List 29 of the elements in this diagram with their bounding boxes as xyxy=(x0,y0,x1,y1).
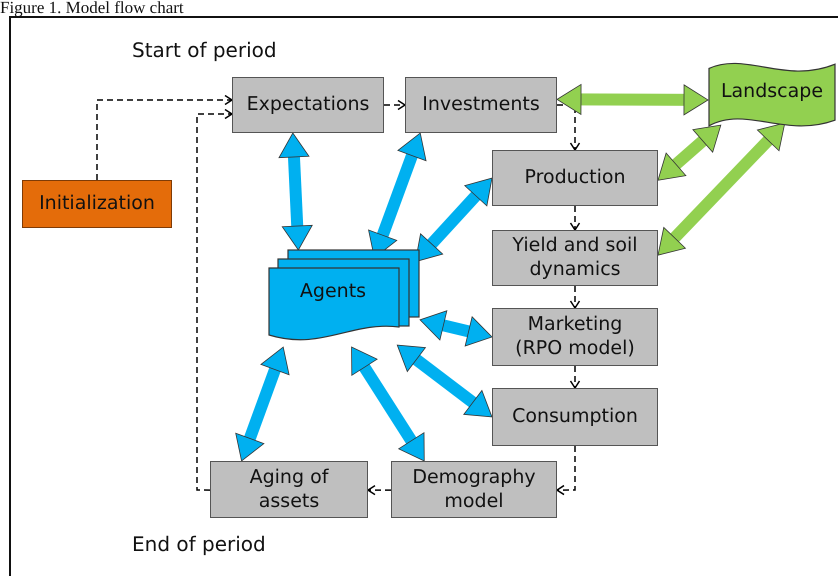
dashed-arrow xyxy=(196,108,233,491)
dashed-arrow xyxy=(367,484,391,496)
period-label: Start of period xyxy=(132,38,277,62)
dashed-arrow xyxy=(570,366,580,389)
dashed-arrow xyxy=(96,94,233,180)
double-arrow xyxy=(658,122,786,256)
process-box: Aging of assets xyxy=(210,461,368,518)
dashed-arrow xyxy=(570,286,580,309)
process-box: Yield and soil dynamics xyxy=(492,230,658,286)
start-box: Initialization xyxy=(22,180,172,228)
double-arrow xyxy=(235,346,290,462)
process-box: Consumption xyxy=(492,388,658,446)
double-arrow xyxy=(351,346,425,462)
period-label: End of period xyxy=(132,532,266,556)
process-box: Marketing (RPO model) xyxy=(492,308,658,366)
process-box: Demography model xyxy=(391,461,557,518)
process-box: Investments xyxy=(405,77,557,133)
double-arrow xyxy=(420,310,492,346)
dashed-arrow xyxy=(570,206,580,231)
dashed-arrow xyxy=(384,100,406,110)
double-arrow xyxy=(278,132,313,250)
process-box: Production xyxy=(492,150,658,206)
figure-title: Figure 1. Model flow chart xyxy=(0,0,184,18)
double-arrow xyxy=(415,178,492,262)
dashed-arrow xyxy=(556,446,576,496)
double-arrow xyxy=(556,84,708,116)
double-arrow xyxy=(396,344,492,418)
process-box: Expectations xyxy=(232,77,384,133)
double-arrow xyxy=(658,124,722,181)
